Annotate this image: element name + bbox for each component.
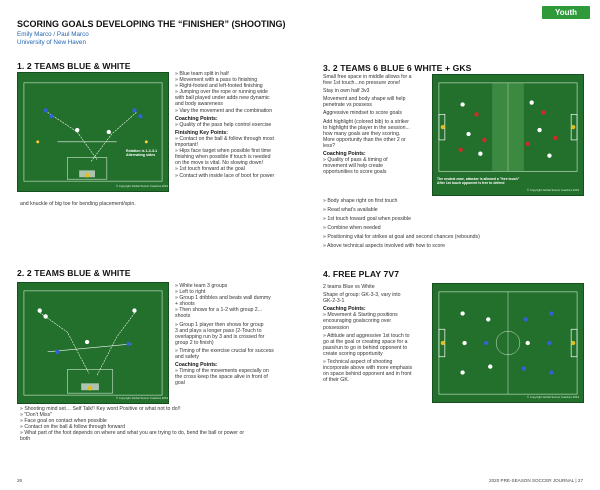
page-number-left: 26 (17, 478, 23, 483)
authors: Emily Marco / Paul Marco (17, 31, 89, 38)
section-2-bottom: » Shooting mind set… Self Talk!! Key wor… (20, 406, 245, 443)
section-2-copyright: © Copyright Global Soccer Coaches 2019 (116, 396, 168, 400)
section-3-heading: 3. 2 TEAMS 6 BLUE 6 WHITE + GKS (323, 63, 472, 73)
section-4-copyright: © Copyright Global Soccer Coaches 2019 (527, 395, 579, 399)
section-3-diagram-note: The neutral zone, attacker is allowed a … (437, 177, 520, 186)
section-1-diagram: Rotation is 1-2-3-1 Alternating sides © … (17, 72, 169, 192)
section-4-heading: 4. FREE PLAY 7V7 (323, 269, 400, 279)
section-1-tail: and knuckle of big toe for bending place… (20, 201, 136, 207)
youth-tag: Youth (542, 6, 590, 19)
section-3-diagram: The neutral zone, attacker is allowed a … (432, 74, 584, 196)
section-1-copyright: © Copyright Global Soccer Coaches 2019 (116, 184, 168, 188)
section-1-diagram-note: Rotation is 1-2-3-1 Alternating sides (126, 149, 158, 158)
section-2-heading: 2. 2 TEAMS BLUE & WHITE (17, 268, 131, 278)
section-4-diagram: © Copyright Global Soccer Coaches 2019 (432, 283, 584, 403)
section-4-text: 2 teams Blue vs White Shape of group: GK… (323, 284, 413, 384)
section-2-text: » White team 3 groups» Left to right» Gr… (175, 283, 274, 387)
section-2-diagram: © Copyright Global Soccer Coaches 2019 (17, 282, 169, 404)
section-1-text: » Blue team split in half» Movement with… (175, 71, 275, 179)
section-1-heading: 1. 2 TEAMS BLUE & WHITE (17, 61, 131, 71)
section-3-bottom: » Body shape right on first touch» Read … (323, 198, 480, 249)
page-title: SCORING GOALS DEVELOPING THE “FINISHER” … (17, 19, 286, 29)
university: University of New Haven (17, 39, 86, 46)
section-3-copyright: © Copyright Global Soccer Coaches 2019 (527, 188, 579, 192)
journal-footer: 2020 PRE-SEASON SOCCER JOURNAL | 27 (489, 478, 583, 483)
